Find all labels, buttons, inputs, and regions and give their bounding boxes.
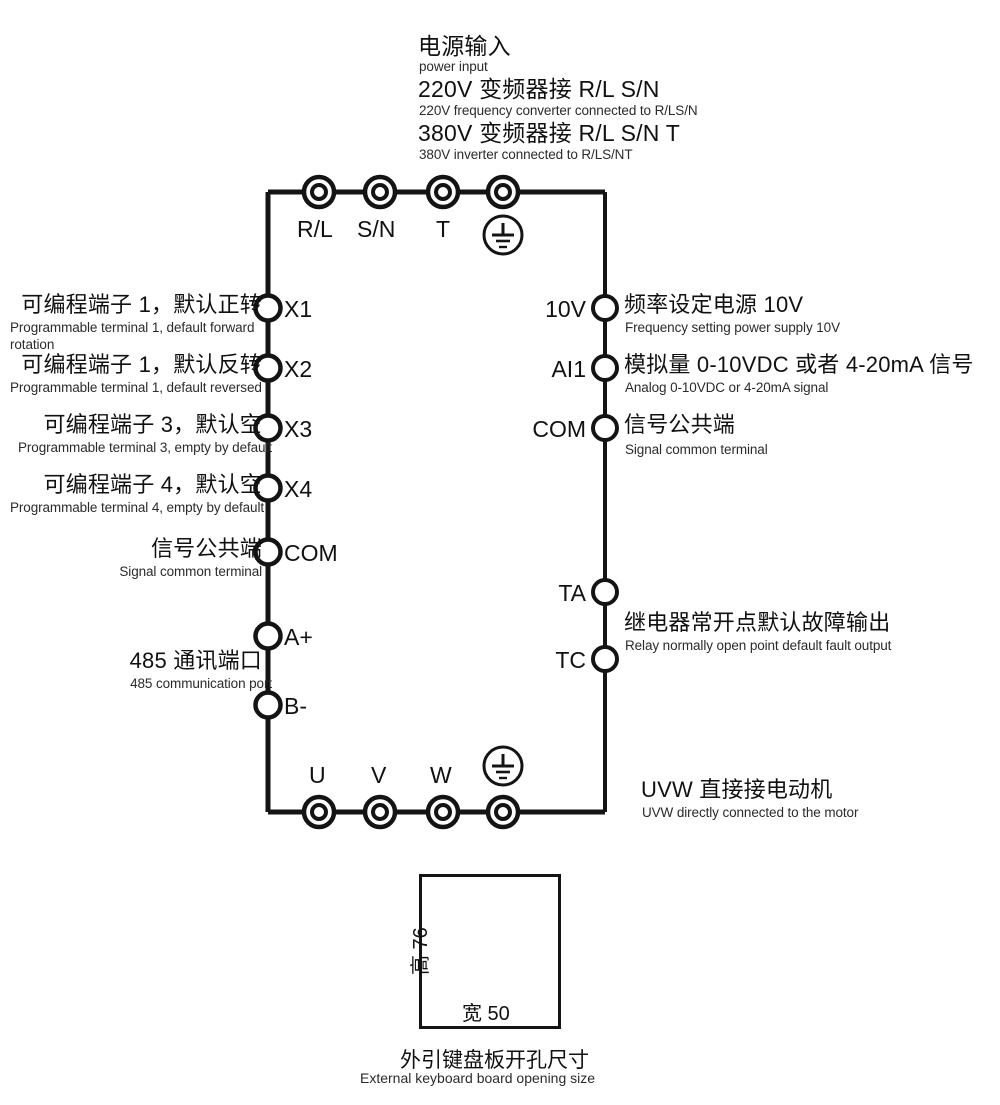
keyboard-opening-box	[419, 874, 561, 1029]
right-desc-com-cn: 信号公共端	[624, 412, 736, 437]
output-terminal-symbols	[301, 745, 524, 830]
terminal-ring-input-ground	[485, 174, 521, 210]
header-power-input-en: power input	[419, 59, 488, 74]
left-desc-com-cn: 信号公共端	[150, 536, 262, 561]
right-terminal-symbols	[591, 294, 619, 673]
right-group-relay-en: Relay normally open point default fault …	[625, 638, 892, 653]
rail-label-x1: X1	[284, 296, 313, 322]
terminal-circle-a-plus	[253, 621, 283, 651]
rail-label-a-plus: A+	[284, 624, 313, 650]
rail-label-com-left: COM	[284, 540, 338, 566]
left-group-485-cn: 485 通讯端口	[129, 648, 262, 673]
terminal-label-w: W	[430, 762, 452, 788]
terminal-circle-b-minus	[253, 690, 283, 720]
keyboard-height-label: 高 76	[410, 927, 432, 975]
terminal-circle-ta	[591, 578, 619, 606]
terminal-ring-v	[362, 794, 398, 830]
terminal-circle-ai1	[591, 354, 619, 382]
rail-label-x2: X2	[284, 356, 313, 382]
ground-icon-output	[482, 745, 524, 787]
terminal-label-t: T	[436, 216, 451, 242]
terminal-circle-tc	[591, 645, 619, 673]
left-desc-x3-en: Programmable terminal 3, empty by defaul…	[17, 440, 272, 455]
right-desc-10v-en: Frequency setting power supply 10V	[625, 320, 840, 335]
terminal-ring-u	[301, 794, 337, 830]
terminal-ring-output-ground	[485, 794, 521, 830]
right-desc-ai1-en: Analog 0-10VDC or 4-20mA signal	[625, 380, 829, 395]
keyboard-caption-en: External keyboard board opening size	[360, 1070, 596, 1086]
terminal-ring-w	[425, 794, 461, 830]
right-group-relay-cn: 继电器常开点默认故障输出	[624, 610, 891, 635]
header-380v-cn: 380V 变频器接 R/L S/N T	[418, 120, 680, 146]
header-power-input-cn: 电源输入	[418, 33, 511, 59]
motor-note-en: UVW directly connected to the motor	[642, 805, 859, 820]
rail-label-ai1: AI1	[551, 356, 586, 382]
right-desc-ai1-cn: 模拟量 0-10VDC 或者 4-20mA 信号	[624, 352, 974, 377]
terminal-ring-t	[425, 174, 461, 210]
terminal-circle-10v	[591, 294, 619, 322]
terminal-label-rl: R/L	[297, 216, 333, 242]
left-desc-x3-cn: 可编程端子 3，默认空	[43, 412, 262, 437]
terminal-label-u: U	[309, 762, 326, 788]
keyboard-width-label: 宽 50	[462, 1003, 510, 1025]
left-group-485-en: 485 communication port	[130, 676, 272, 691]
header-220v-cn: 220V 变频器接 R/L S/N	[418, 76, 660, 102]
input-terminal-symbols	[301, 174, 524, 256]
rail-label-tc: TC	[555, 647, 586, 673]
right-desc-10v-cn: 频率设定电源 10V	[624, 292, 804, 317]
terminal-label-v: V	[371, 762, 387, 788]
rail-label-b-minus: B-	[284, 693, 307, 719]
terminal-label-sn: S/N	[357, 216, 396, 242]
keyboard-caption-cn: 外引键盘板开孔尺寸	[400, 1049, 589, 1072]
rail-label-com-right: COM	[532, 416, 586, 442]
ground-icon-input	[482, 214, 524, 256]
left-desc-x4-en: Programmable terminal 4, empty by defaul…	[10, 500, 265, 515]
left-desc-com-en: Signal common terminal	[119, 564, 262, 579]
header-220v-en: 220V frequency converter connected to R/…	[419, 103, 698, 118]
header-380v-en: 380V inverter connected to R/LS/NT	[419, 147, 633, 162]
left-desc-x1-en: Programmable terminal 1, default forward…	[10, 320, 255, 352]
rail-label-10v: 10V	[545, 296, 586, 322]
rail-label-x4: X4	[284, 476, 313, 502]
motor-note-cn: UVW 直接接电动机	[641, 777, 833, 802]
rail-label-ta: TA	[558, 580, 586, 606]
left-desc-x1-cn: 可编程端子 1，默认正转	[21, 292, 262, 317]
rail-label-x3: X3	[284, 416, 313, 442]
left-desc-x2-cn: 可编程端子 1，默认反转	[21, 352, 262, 377]
left-desc-x4-cn: 可编程端子 4，默认空	[43, 472, 262, 497]
right-desc-com-en: Signal common terminal	[625, 442, 768, 457]
terminal-ring-sn	[362, 174, 398, 210]
left-desc-x2-en: Programmable terminal 1, default reverse…	[10, 380, 262, 395]
terminal-ring-rl	[301, 174, 337, 210]
terminal-circle-com-right	[591, 414, 619, 442]
